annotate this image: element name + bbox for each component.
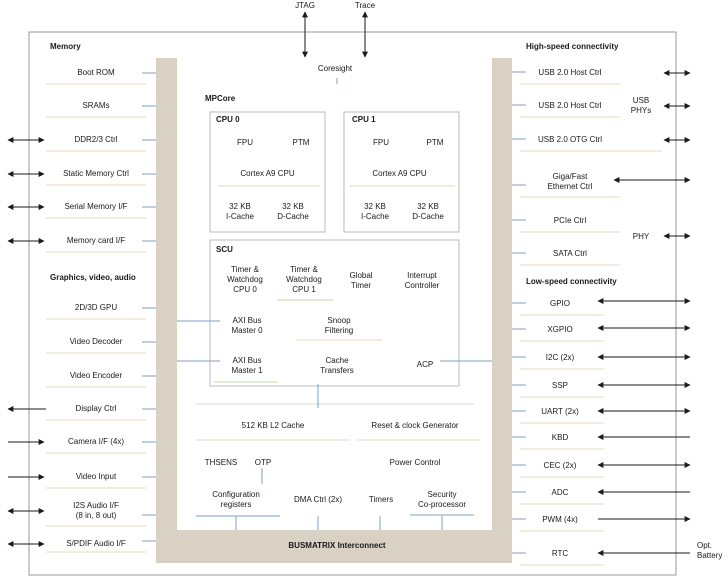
axi-master0-line1: AXI Bus xyxy=(232,316,262,325)
timer1-line3: CPU 1 xyxy=(292,285,316,294)
sata-ctrl-label: SATA Ctrl xyxy=(553,249,587,258)
cpu1-ptm-label: PTM xyxy=(426,138,444,147)
axi-master0-line2: Master 0 xyxy=(231,326,263,335)
snoop-filtering-line1: Snoop xyxy=(327,316,351,325)
thsens-label: THSENS xyxy=(204,458,238,467)
video-encoder-label: Video Encoder xyxy=(69,371,123,380)
ssp-label: SSP xyxy=(551,381,568,390)
cpu0-icache-label: I-Cache xyxy=(225,212,254,221)
ethernet-ctrl-label-1: Giga/Fast xyxy=(552,172,588,181)
xgpio-label: XGPIO xyxy=(547,325,573,334)
cache-transfers-line2: Transfers xyxy=(320,366,354,375)
video-input-label: Video Input xyxy=(75,472,117,481)
cpu0-cortex-label: Cortex A9 CPU xyxy=(240,169,295,178)
timer0-line2: Watchdog xyxy=(227,275,263,284)
usb-host-ctrl-2-label: USB 2.0 Host Ctrl xyxy=(538,101,602,110)
rtc-label: RTC xyxy=(551,549,569,558)
kbd-label: KBD xyxy=(551,433,569,442)
pcie-ctrl-label: PCIe Ctrl xyxy=(553,216,587,225)
security-line1: Security xyxy=(427,490,457,499)
ddr-ctrl-label: DDR2/3 Ctrl xyxy=(74,135,118,144)
config-registers-line2: registers xyxy=(220,500,252,509)
gpio-label: GPIO xyxy=(549,299,570,308)
pwm-label: PWM (4x) xyxy=(542,515,578,524)
srams-label: SRAMs xyxy=(82,101,110,110)
spdif-audio-if-label: S/PDIF Audio I/F xyxy=(66,539,126,548)
power-control-label: Power Control xyxy=(389,458,441,467)
global-timer-line2: Timer xyxy=(350,281,372,290)
cpu0-fpu-label: FPU xyxy=(237,138,253,147)
opt-battery-label-2: Battery xyxy=(697,551,723,560)
opt-battery-label-1: Opt. xyxy=(697,541,713,550)
cpu1-dcache-label: D-Cache xyxy=(412,212,444,221)
cpu1-fpu-label: FPU xyxy=(373,138,389,147)
timer0-line3: CPU 0 xyxy=(233,285,257,294)
dma-ctrl-label: DMA Ctrl (2x) xyxy=(294,495,342,504)
static-memory-ctrl-label: Static Memory Ctrl xyxy=(63,169,129,178)
cpu0-ptm-label: PTM xyxy=(292,138,310,147)
cpu0-dcache-size: 32 KB xyxy=(282,202,304,211)
cache-transfers-line1: Cache xyxy=(325,356,349,365)
adc-label: ADC xyxy=(551,488,569,497)
interrupt-ctrl-line2: Controller xyxy=(404,281,440,290)
lowspeed-heading: Low-speed connectivity xyxy=(526,277,617,286)
axi-master1-line2: Master 1 xyxy=(231,366,263,375)
cpu1-box xyxy=(343,111,460,233)
security-line2: Co-processor xyxy=(417,500,466,509)
jtag-label: JTAG xyxy=(295,1,315,10)
axi-master1-line1: AXI Bus xyxy=(232,356,262,365)
camera-if-label: Camera I/F (4x) xyxy=(67,437,124,446)
usb-host-ctrl-1-label: USB 2.0 Host Ctrl xyxy=(538,68,602,77)
usb-otg-ctrl-label: USB 2.0 OTG Ctrl xyxy=(537,135,602,144)
cpu1-cortex-label: Cortex A9 CPU xyxy=(372,169,427,178)
display-ctrl-label: Display Ctrl xyxy=(75,404,117,413)
uart-label: UART (2x) xyxy=(541,407,579,416)
i2s-audio-channels-label: (8 in, 8 out) xyxy=(75,511,117,520)
reset-clock-label: Reset & clock Generator xyxy=(371,421,459,430)
usb-phys-label-2: PHYs xyxy=(630,106,652,115)
mpcore-label: MPCore xyxy=(205,94,236,103)
scu-box xyxy=(209,239,460,387)
l2-cache-label: 512 KB L2 Cache xyxy=(241,421,305,430)
busmatrix-label: BUSMATRIX Interconnect xyxy=(288,541,386,550)
coresight-label: Coresight xyxy=(317,64,353,73)
cpu0-box xyxy=(209,111,326,233)
usb-phys-label-1: USB xyxy=(632,96,650,105)
cpu1-title: CPU 1 xyxy=(352,115,376,124)
scu-title: SCU xyxy=(216,245,233,254)
cpu1-dcache-size: 32 KB xyxy=(417,202,439,211)
highspeed-heading: High-speed connectivity xyxy=(526,42,619,51)
ethernet-ctrl-label-2: Ethernet Ctrl xyxy=(547,182,593,191)
video-decoder-label: Video Decoder xyxy=(69,337,123,346)
graphics-heading: Graphics, video, audio xyxy=(50,273,136,282)
cpu1-icache-size: 32 KB xyxy=(364,202,386,211)
i2s-audio-if-label: I2S Audio I/F xyxy=(73,501,119,510)
boot-rom-label: Boot ROM xyxy=(77,68,115,77)
snoop-filtering-line2: Filtering xyxy=(324,326,354,335)
memory-heading: Memory xyxy=(50,42,81,51)
interrupt-ctrl-line1: Interrupt xyxy=(407,271,437,280)
phy-label: PHY xyxy=(632,232,650,241)
timers-label: Timers xyxy=(368,495,394,504)
gpu-label: 2D/3D GPU xyxy=(74,303,118,312)
config-registers-line1: Configuration xyxy=(212,490,260,499)
trace-label: Trace xyxy=(354,1,376,10)
timer0-line1: Timer & xyxy=(231,265,259,274)
otp-label: OTP xyxy=(254,458,272,467)
cpu0-icache-size: 32 KB xyxy=(229,202,251,211)
serial-memory-if-label: Serial Memory I/F xyxy=(64,202,128,211)
memory-card-if-label: Memory card I/F xyxy=(66,236,126,245)
global-timer-line1: Global xyxy=(349,271,373,280)
cec-label: CEC (2x) xyxy=(543,461,577,470)
cpu1-icache-label: I-Cache xyxy=(360,212,389,221)
cpu0-dcache-label: D-Cache xyxy=(277,212,309,221)
acp-label: ACP xyxy=(416,360,434,369)
timer1-line2: Watchdog xyxy=(286,275,322,284)
cpu0-title: CPU 0 xyxy=(216,115,240,124)
i2c-label: I2C (2x) xyxy=(545,353,575,362)
timer1-line1: Timer & xyxy=(290,265,318,274)
